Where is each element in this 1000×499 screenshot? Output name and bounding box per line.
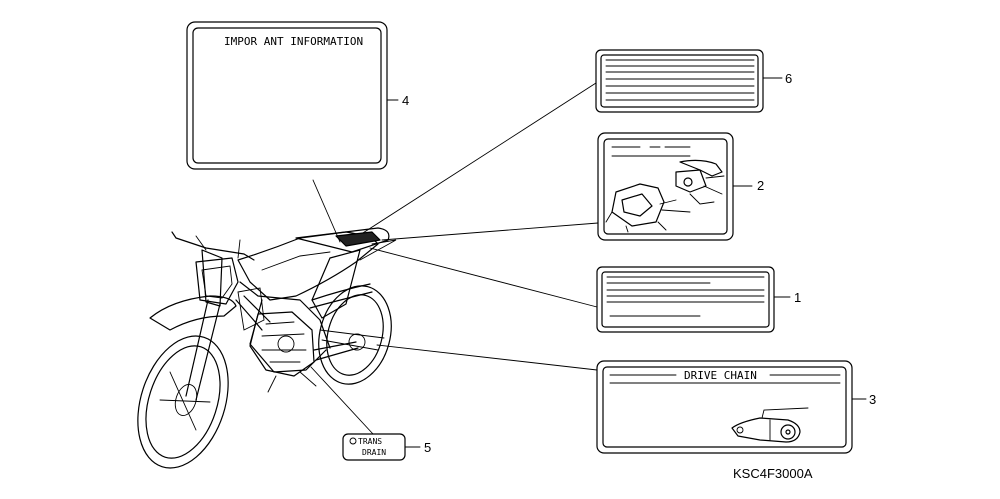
label-4-important-information[interactable]: IMPOR ANT INFORMATION — [186, 21, 388, 170]
callout-5[interactable]: 5 — [424, 440, 431, 455]
label-3-text: DRIVE CHAIN — [684, 369, 757, 382]
callout-4[interactable]: 4 — [402, 93, 409, 108]
label-5-text-line1: TRANS — [358, 437, 382, 446]
leader-6-bike — [351, 82, 597, 241]
leader-1-bike — [369, 247, 598, 308]
label-5-trans-drain[interactable]: TRANS DRAIN — [342, 433, 406, 461]
callout-3[interactable]: 3 — [869, 392, 876, 407]
leader-2-bike — [381, 222, 599, 241]
callout-6[interactable]: 6 — [785, 71, 792, 86]
callout-1[interactable]: 1 — [794, 290, 801, 305]
diagram-code: KSC4F3000A — [733, 466, 813, 481]
leader-4-bike — [312, 179, 341, 243]
leader-3-bike — [376, 344, 598, 371]
motorcycle-illustration — [137, 227, 397, 469]
leader-5-bike — [310, 366, 374, 435]
label-3-drive-chain[interactable]: DRIVE CHAIN — [596, 360, 853, 454]
label-5-text-line2: DRAIN — [362, 448, 386, 457]
label-6[interactable] — [595, 49, 764, 113]
callout-2[interactable]: 2 — [757, 178, 764, 193]
label-1[interactable] — [596, 266, 775, 333]
label-2-pictogram[interactable] — [597, 132, 734, 241]
label-4-text: IMPOR ANT INFORMATION — [224, 35, 363, 48]
